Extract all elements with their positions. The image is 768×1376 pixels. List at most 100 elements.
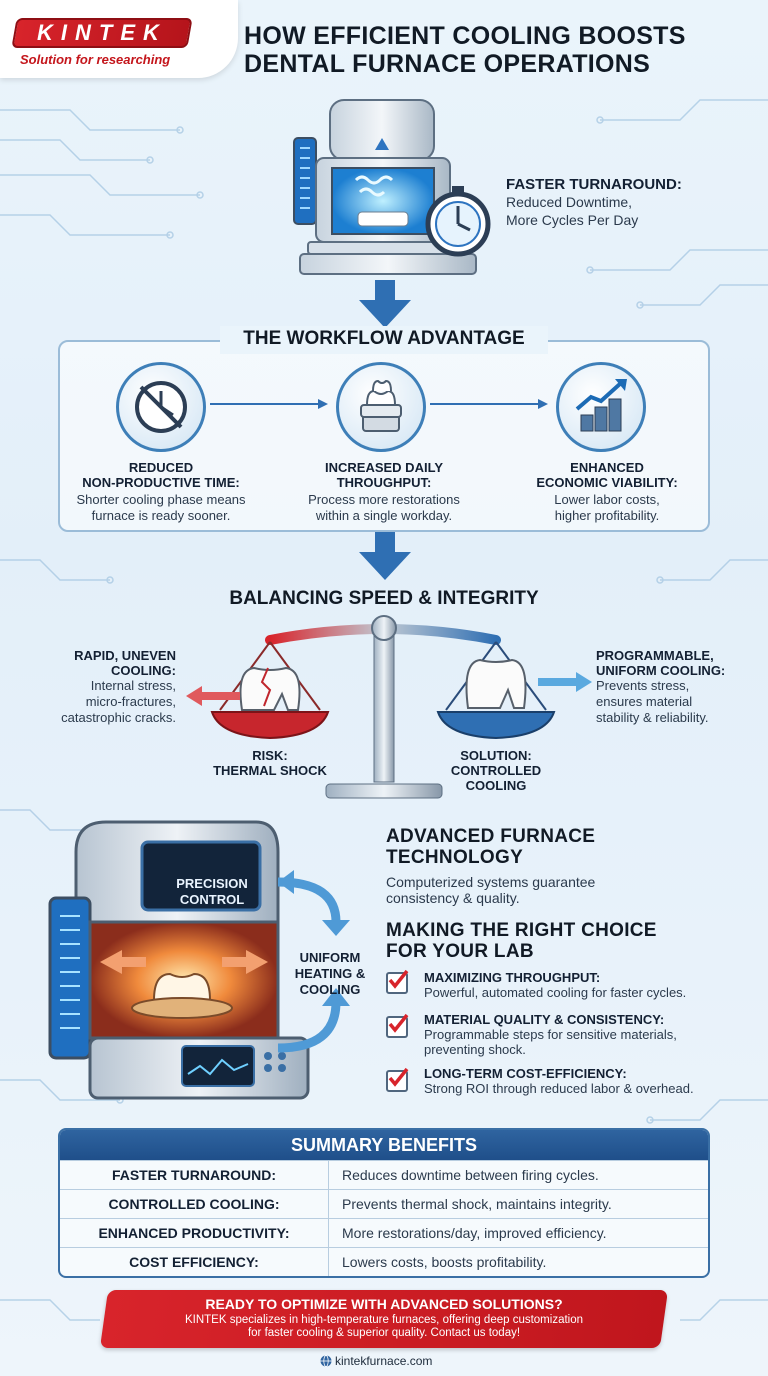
risk-head-2: COOLING:	[111, 663, 176, 678]
flow-line-3: COOLING	[299, 982, 361, 997]
cta-body-line-1: KINTEK specializes in high-temperature f…	[184, 1314, 584, 1326]
hero-callout-line-1: Reduced Downtime,	[506, 194, 633, 210]
choice-item-1-head: MAXIMIZING THROUGHPUT:	[424, 970, 601, 985]
summary-title: SUMMARY BENEFITS	[60, 1130, 708, 1160]
solution-callout: PROGRAMMABLE, UNIFORM COOLING: Prevents …	[596, 648, 762, 726]
risk-head-1: RAPID, UNEVEN	[74, 648, 176, 663]
advanced-title-1: ADVANCED FURNACE	[386, 826, 596, 847]
workflow-item-1: REDUCED NON-PRODUCTIVE TIME: Shorter coo…	[56, 460, 266, 524]
solution-head-2: UNIFORM COOLING:	[596, 663, 726, 678]
solution-head-1: PROGRAMMABLE,	[596, 648, 714, 663]
workflow-item-2-body-1: Process more restorations	[308, 492, 460, 507]
screen-line-2: CONTROL	[179, 892, 245, 907]
solution-body-3: stability & reliability.	[596, 710, 709, 725]
summary-value: More restorations/day, improved efficien…	[342, 1225, 607, 1241]
growth-coins-icon	[556, 362, 646, 452]
advanced-body-2: consistency & quality.	[386, 890, 520, 906]
cta-title[interactable]: READY TO OPTIMIZE WITH ADVANCED SOLUTION…	[205, 1296, 563, 1312]
workflow-item-3-head-2: ECONOMIC VIABILITY:	[536, 475, 678, 490]
title-line-1: HOW EFFICIENT COOLING BOOSTS	[244, 22, 686, 50]
choice-item-3-body: Strong ROI through reduced labor & overh…	[424, 1081, 694, 1096]
arrow-down-icon	[359, 532, 411, 580]
advanced-furnace-illustration	[48, 820, 350, 1100]
checkbox-checked-icon	[386, 1013, 409, 1038]
crowns-stack-icon	[336, 362, 426, 452]
website-link[interactable]: kintekfurnace.com	[320, 1354, 432, 1368]
risk-body-2: micro-fractures,	[85, 694, 176, 709]
solution-pan-line-3: COOLING	[465, 778, 527, 793]
arrow-left-red-icon	[186, 686, 240, 706]
summary-value: Lowers costs, boosts profitability.	[342, 1254, 547, 1270]
solution-pan-line-2: CONTROLLED	[450, 763, 542, 778]
workflow-title-backdrop	[220, 326, 548, 354]
screen-line-1: PRECISION	[176, 876, 248, 891]
choice-item-2-head: MATERIAL QUALITY & CONSISTENCY:	[424, 1012, 665, 1027]
table-row: CONTROLLED COOLING: Prevents thermal sho…	[60, 1189, 708, 1218]
advanced-title-2: TECHNOLOGY	[386, 847, 524, 868]
choice-title-1: MAKING THE RIGHT CHOICE	[386, 920, 657, 941]
flow-line-1: UNIFORM	[299, 950, 361, 965]
choice-item-3-head: LONG-TERM COST-EFFICIENCY:	[424, 1066, 627, 1081]
workflow-item-1-head-1: REDUCED	[128, 460, 194, 475]
summary-key: COST EFFICIENCY:	[129, 1254, 259, 1270]
arrow-down-icon	[359, 280, 411, 328]
clock-slash-icon	[116, 362, 206, 452]
workflow-item-2-body-2: within a single workday.	[315, 508, 453, 523]
choice-item-2: MATERIAL QUALITY & CONSISTENCY: Programm…	[424, 1012, 754, 1057]
risk-pan-line-1: RISK:	[252, 748, 288, 763]
workflow-item-2-head-1: INCREASED DAILY	[325, 460, 443, 475]
right-choice-block: MAKING THE RIGHT CHOICE FOR YOUR LAB	[386, 920, 746, 962]
hero-callout-head: FASTER TURNAROUND:	[506, 176, 682, 193]
arrow-right-blue-icon	[538, 672, 592, 692]
table-row: FASTER TURNAROUND: Reduces downtime betw…	[60, 1160, 708, 1189]
workflow-item-1-body-2: furnace is ready sooner.	[91, 508, 231, 523]
workflow-item-3: ENHANCED ECONOMIC VIABILITY: Lower labor…	[502, 460, 712, 524]
summary-value: Prevents thermal shock, maintains integr…	[342, 1196, 612, 1212]
dental-furnace-illustration	[293, 99, 491, 275]
choice-item-2-body-1: Programmable steps for sensitive materia…	[424, 1027, 677, 1042]
balance-title: BALANCING SPEED & INTEGRITY	[229, 588, 539, 609]
risk-body-3: catastrophic cracks.	[61, 710, 176, 725]
table-row: COST EFFICIENCY: Lowers costs, boosts pr…	[60, 1247, 708, 1276]
hero-callout: FASTER TURNAROUND: Reduced Downtime, Mor…	[506, 176, 746, 229]
advanced-tech-block: ADVANCED FURNACE TECHNOLOGY Computerized…	[386, 826, 746, 906]
risk-pan-line-2: THERMAL SHOCK	[213, 763, 327, 778]
checkbox-checked-icon	[386, 1067, 409, 1092]
choice-item-3: LONG-TERM COST-EFFICIENCY: Strong ROI th…	[424, 1066, 754, 1096]
workflow-item-3-head-1: ENHANCED	[570, 460, 644, 475]
solution-pan-label: SOLUTION: CONTROLLED COOLING	[432, 748, 560, 793]
workflow-item-3-body-1: Lower labor costs,	[554, 492, 660, 507]
precision-control-screen: PRECISION CONTROL	[152, 876, 272, 908]
arrow-right-icon	[430, 399, 548, 409]
summary-table: SUMMARY BENEFITS FASTER TURNAROUND: Redu…	[58, 1128, 710, 1278]
checkbox-checked-icon	[386, 969, 409, 994]
choice-title-2: FOR YOUR LAB	[386, 941, 534, 962]
risk-callout: RAPID, UNEVEN COOLING: Internal stress, …	[30, 648, 176, 726]
logo-text: KINTEK	[37, 20, 167, 45]
summary-key: CONTROLLED COOLING:	[108, 1196, 280, 1212]
summary-key: FASTER TURNAROUND:	[111, 1167, 277, 1183]
workflow-item-1-head-2: NON-PRODUCTIVE TIME:	[82, 475, 240, 490]
table-row: ENHANCED PRODUCTIVITY: More restorations…	[60, 1218, 708, 1247]
risk-body-1: Internal stress,	[90, 678, 176, 693]
hero-callout-line-2: More Cycles Per Day	[506, 212, 639, 228]
risk-pan-label: RISK: THERMAL SHOCK	[206, 748, 334, 778]
globe-icon	[320, 1355, 332, 1367]
workflow-item-3-body-2: higher profitability.	[554, 508, 660, 523]
page-title: HOW EFFICIENT COOLING BOOSTS DENTAL FURN…	[244, 22, 754, 78]
flow-line-2: HEATING &	[294, 966, 366, 981]
solution-body-2: ensures material	[596, 694, 693, 709]
solution-body-1: Prevents stress,	[596, 678, 690, 693]
choice-item-1: MAXIMIZING THROUGHPUT: Powerful, automat…	[424, 970, 754, 1000]
cta-body: KINTEK specializes in high-temperature f…	[120, 1314, 648, 1340]
arrow-right-icon	[210, 399, 328, 409]
choice-item-1-body: Powerful, automated cooling for faster c…	[424, 985, 687, 1000]
advanced-body-1: Computerized systems guarantee	[386, 874, 596, 890]
workflow-item-1-body-1: Shorter cooling phase means	[76, 492, 246, 507]
balance-scale-illustration	[210, 615, 556, 799]
workflow-title: THE WORKFLOW ADVANTAGE	[243, 328, 525, 349]
choice-item-2-body-2: preventing shock.	[424, 1042, 526, 1057]
website-text[interactable]: kintekfurnace.com	[335, 1354, 433, 1368]
solution-pan-line-1: SOLUTION:	[460, 748, 532, 763]
summary-key: ENHANCED PRODUCTIVITY:	[98, 1225, 290, 1241]
